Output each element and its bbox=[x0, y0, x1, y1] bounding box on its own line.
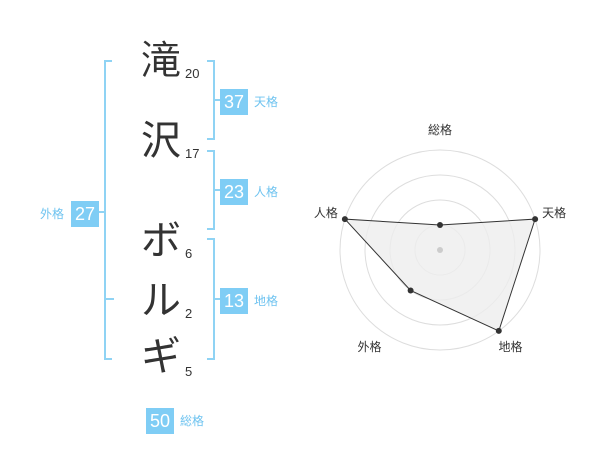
radar-point-4 bbox=[407, 287, 414, 294]
name-character-5: ギ bbox=[141, 334, 181, 380]
stroke-count-2: 17 bbox=[185, 146, 200, 161]
stroke-count-1: 20 bbox=[185, 66, 200, 81]
chikaku-label: 地格 bbox=[254, 294, 279, 308]
gaikaku-inner-tick bbox=[104, 298, 114, 300]
gaikaku-label: 外格 bbox=[40, 207, 65, 221]
radar-grid-ring bbox=[339, 149, 541, 351]
radar-point-1 bbox=[437, 222, 443, 228]
radar-shape bbox=[343, 218, 536, 332]
radar-point-5 bbox=[341, 216, 348, 223]
gaikaku-value-badge: 27 bbox=[71, 201, 99, 227]
radar-axis-label-4: 外格 bbox=[357, 339, 381, 354]
radar-axis-label-1: 総格 bbox=[428, 122, 452, 137]
name-character-3: ボ bbox=[141, 218, 181, 264]
radar-point-2 bbox=[532, 216, 539, 223]
tenkaku-value-badge: 37 bbox=[220, 89, 248, 115]
chikaku-tick bbox=[214, 298, 220, 300]
name-character-4: ル bbox=[141, 278, 181, 324]
radar-axis-label-5: 人格 bbox=[314, 205, 338, 220]
tenkaku-tick bbox=[214, 99, 220, 101]
radar-center-dot bbox=[437, 247, 443, 253]
soukaku-value-badge: 50 bbox=[146, 408, 174, 434]
chikaku-value-badge: 13 bbox=[220, 288, 248, 314]
gaikaku-outer-tick bbox=[98, 211, 104, 213]
stroke-count-5: 5 bbox=[185, 364, 193, 379]
stroke-count-4: 2 bbox=[185, 306, 193, 321]
radar-axis-label-3: 地格 bbox=[498, 339, 522, 354]
name-character-1: 滝 bbox=[141, 38, 181, 84]
jinkaku-value-badge: 23 bbox=[220, 179, 248, 205]
gaikaku-bracket bbox=[104, 60, 112, 360]
jinkaku-label: 人格 bbox=[254, 185, 279, 199]
tenkaku-label: 天格 bbox=[254, 95, 279, 109]
name-character-2: 沢 bbox=[141, 118, 181, 164]
jinkaku-tick bbox=[214, 189, 220, 191]
radar-axis-label-2: 天格 bbox=[542, 205, 566, 220]
stroke-count-3: 6 bbox=[185, 246, 193, 261]
soukaku-label: 総格 bbox=[180, 414, 205, 428]
radar-point-3 bbox=[495, 327, 502, 334]
